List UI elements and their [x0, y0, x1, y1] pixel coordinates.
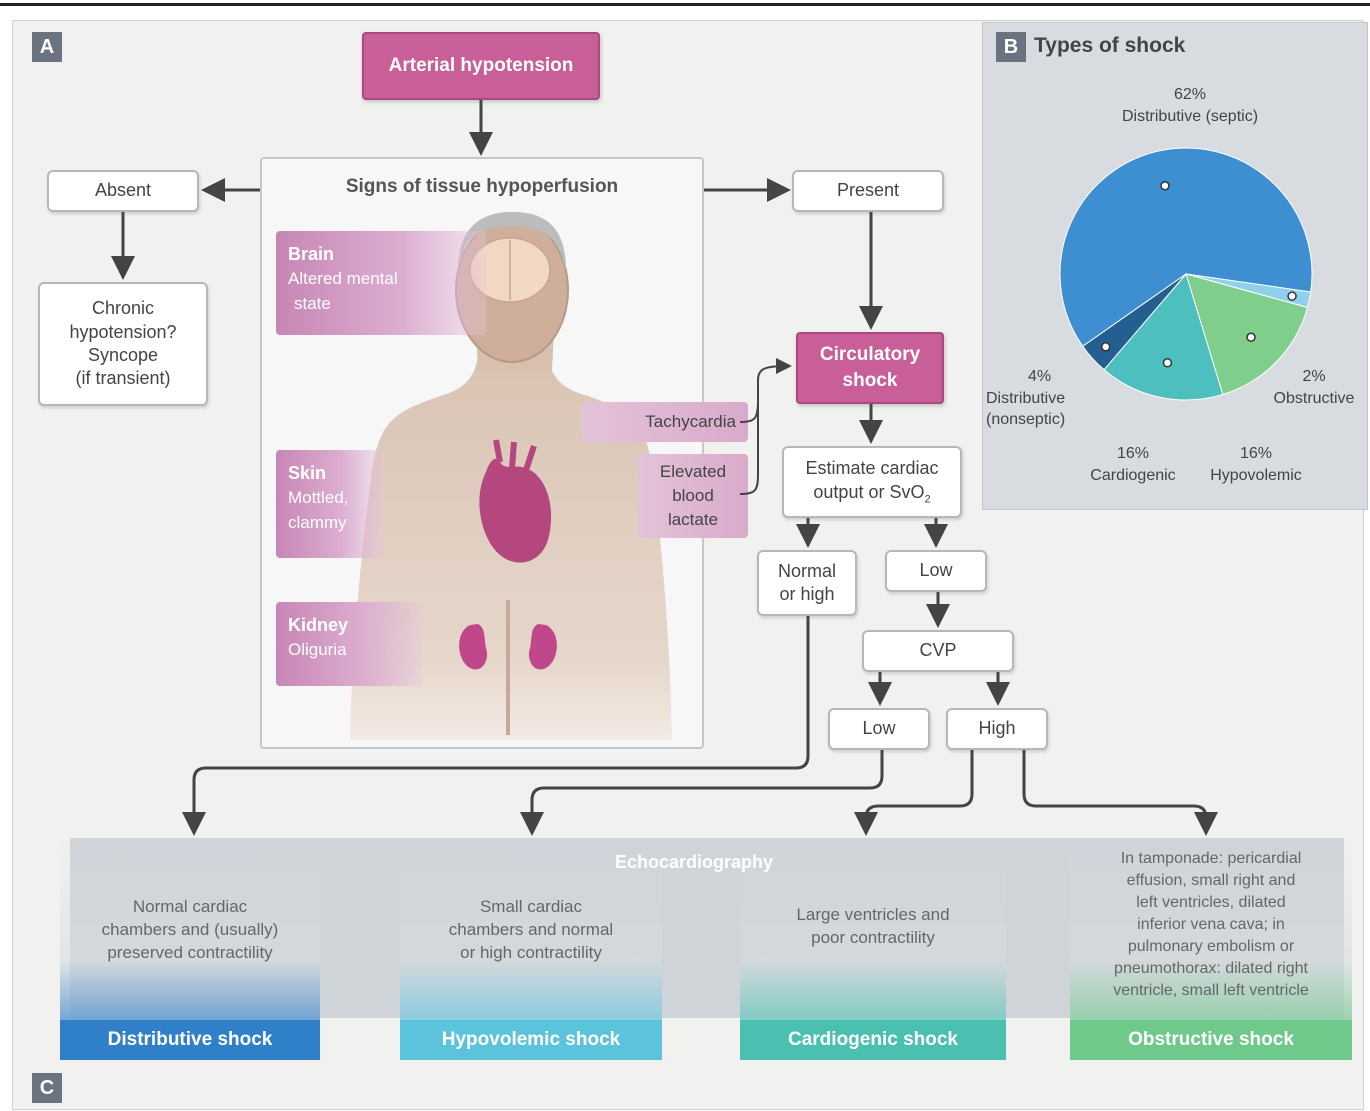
echocardiography-label: Echocardiography: [615, 852, 774, 872]
pie-marker-3: [1162, 358, 1173, 368]
echo-column-distributive: Normal cardiac chambers and (usually) pr…: [60, 838, 320, 1060]
top-rule: [0, 3, 1370, 6]
pie-marker-1: [1287, 291, 1297, 301]
distributive-shock-label: Distributive shock: [60, 1020, 320, 1060]
node-arterial-hypotension: Arterial hypotension: [362, 32, 600, 100]
node-chronic-hypotension: Chronic hypotension? Syncope (if transie…: [38, 282, 208, 406]
organ-skin: Skin Mottled, clammy: [276, 450, 384, 558]
panel-label-c: C: [32, 1073, 62, 1103]
node-low-cvp: Low: [828, 708, 930, 750]
cardiogenic-shock-label: Cardiogenic shock: [740, 1020, 1006, 1060]
echo-column-cardiogenic: Large ventricles and poor contractility …: [740, 838, 1006, 1060]
pie-title: Types of shock: [1034, 34, 1186, 57]
organ-brain: Brain Altered mental state: [276, 231, 486, 335]
pie-label-septic: 62% Distributive (septic): [1121, 86, 1259, 125]
pie-marker-4: [1100, 342, 1111, 352]
node-cvp: CVP: [862, 630, 1014, 672]
echo-column-hypovolemic: Small cardiac chambers and normal or hig…: [400, 838, 662, 1060]
node-present: Present: [792, 170, 944, 212]
obstructive-shock-label: Obstructive shock: [1070, 1020, 1352, 1060]
organ-kidney: Kidney Oliguria: [276, 602, 422, 686]
hypovolemic-shock-label: Hypovolemic shock: [400, 1020, 662, 1060]
pie-slice-2: [1185, 273, 1309, 396]
hair-shape: [458, 212, 566, 270]
sign-tachycardia: Tachycardia: [582, 402, 748, 442]
panel-label-a: A: [32, 32, 62, 62]
pie-slice-0: [1059, 147, 1313, 347]
pie-label-obstructive: 2% Obstructive: [1273, 368, 1355, 407]
pie-label-cardiogenic: 16% Cardiogenic: [1090, 445, 1176, 484]
pie-marker-0: [1160, 180, 1170, 191]
pie-slice-3: [1103, 272, 1224, 401]
signs-title: Signs of tissue hypoperfusion: [345, 176, 619, 197]
node-low-output: Low: [885, 550, 987, 592]
echo-column-obstructive: In tamponade: pericardial effusion, smal…: [1070, 838, 1352, 1060]
panel-label-b: B: [996, 32, 1026, 62]
node-estimate-cardiac-output: Estimate cardiac output or SvO2: [782, 446, 962, 518]
heart-shape: [479, 458, 552, 563]
node-high-cvp: High: [946, 708, 1048, 750]
node-circulatory-shock: Circulatory shock: [796, 332, 944, 404]
pie-label-hypovolemic: 16% Hypovolemic: [1210, 445, 1302, 484]
pie-label-nonseptic: 4% Distributive (nonseptic): [986, 368, 1066, 429]
sign-elevated-lactate: Elevated blood lactate: [638, 454, 748, 538]
node-absent: Absent: [47, 170, 199, 212]
node-normal-or-high: Normal or high: [757, 550, 857, 616]
pie-marker-2: [1246, 332, 1256, 343]
